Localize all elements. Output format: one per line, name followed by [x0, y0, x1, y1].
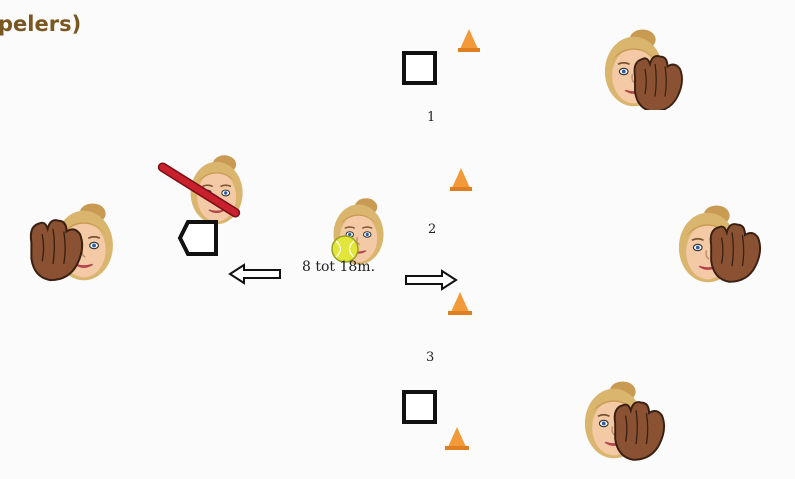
- arrow-left-icon: [228, 262, 284, 286]
- page-title: pelers): [0, 12, 81, 36]
- fielder-with-glove-icon: [670, 200, 766, 284]
- fielder-with-glove-icon: [594, 26, 686, 110]
- zone-1-label: 1: [427, 110, 435, 125]
- base-square-icon: [402, 51, 438, 87]
- zone-2-label: 2: [428, 222, 436, 237]
- arrow-right-icon: [402, 268, 458, 292]
- base-square-icon: [402, 390, 438, 426]
- cone-icon: [444, 425, 470, 451]
- zone-3-label: 3: [426, 350, 434, 365]
- pitcher-with-ball-icon: [325, 195, 393, 267]
- fielder-with-glove-icon: [576, 376, 666, 462]
- cone-icon: [447, 290, 473, 316]
- home-plate-icon: [176, 218, 222, 260]
- cone-icon: [449, 166, 473, 192]
- fielder-with-glove-icon: [24, 200, 114, 286]
- distance-label: 8 tot 18m.: [302, 259, 375, 275]
- cone-icon: [457, 27, 481, 53]
